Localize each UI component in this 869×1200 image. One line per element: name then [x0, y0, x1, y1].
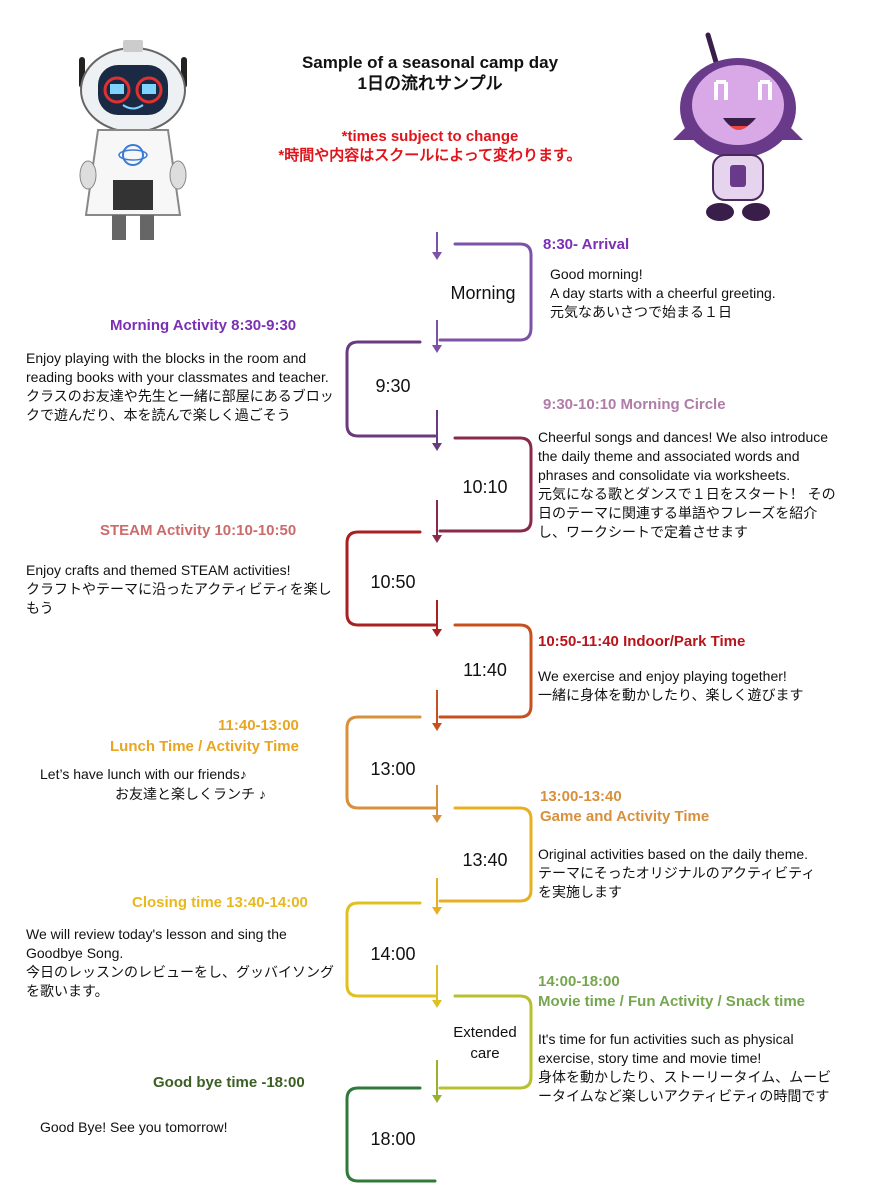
scientist-robot-icon — [79, 40, 187, 240]
steam-heading: STEAM Activity 10:10-10:50 — [100, 522, 297, 539]
box-label-1340: 13:40 — [462, 850, 508, 870]
timeline-arrows — [432, 252, 442, 1103]
game-heading-title: Game and Activity Time — [540, 808, 710, 825]
movie-heading-title: Movie time / Fun Activity / Snack time — [538, 993, 806, 1010]
arrival-text: Good morning! A day starts with a cheerf… — [550, 265, 850, 322]
lunch-heading-time: 11:40-13:00 — [218, 717, 299, 734]
game-ja: テーマにそったオリジナルのアクティビティを実施します — [538, 865, 816, 900]
game-text: Original activities based on the daily t… — [538, 845, 828, 902]
goodbye-en: Good Bye! See you tomorrow! — [40, 1119, 228, 1135]
indoor-park-text: We exercise and enjoy playing together! … — [538, 667, 843, 705]
lunch-en: Let’s have lunch with our friends♪ — [40, 766, 247, 782]
morning-circle-ja: 元気になる歌とダンスで１日をスタート！ その日のテーマに関連する単語やフレーズを… — [538, 486, 836, 540]
movie-text: It's time for fun activities such as phy… — [538, 1030, 838, 1106]
indoor-park-heading: 10:50-11:40 Indoor/Park Time — [538, 633, 746, 650]
goodbye-heading: Good bye time -18:00 — [153, 1074, 305, 1091]
box-label-1050: 10:50 — [370, 572, 416, 592]
schedule-notice: *times subject to change *時間や内容はスクールによって… — [200, 127, 660, 165]
box-label-extended-line2: care — [470, 1045, 500, 1062]
movie-heading-time: 14:00-18:00 — [538, 973, 620, 990]
morning-activity-ja: クラスのお友達や先生と一緒に部屋にあるブロックで遊んだり、本を読んで楽しく過ごそ… — [26, 388, 334, 423]
page-title: Sample of a seasonal camp day 1日の流れサンプル — [200, 52, 660, 94]
morning-activity-en: Enjoy playing with the blocks in the roo… — [26, 350, 329, 385]
closing-heading: Closing time 13:40-14:00 — [132, 894, 308, 911]
notice-en: *times subject to change — [341, 128, 519, 145]
notice-ja: *時間や内容はスクールによって変わります。 — [278, 147, 582, 164]
arrival-line1: Good morning! — [550, 266, 643, 282]
arrival-heading: 8:30- Arrival — [543, 236, 630, 253]
title-ja: 1日の流れサンプル — [357, 74, 503, 93]
steam-en: Enjoy crafts and themed STEAM activities… — [26, 562, 291, 578]
box-label-morning: Morning — [450, 283, 516, 303]
title-en: Sample of a seasonal camp day — [301, 53, 559, 72]
movie-ja: 身体を動かしたり、ストーリータイム、ムービータイムなど楽しいアクティビティの時間… — [538, 1069, 832, 1104]
morning-activity-heading: Morning Activity 8:30-9:30 — [110, 317, 297, 334]
box-label-1300: 13:00 — [370, 759, 416, 779]
movie-en: It's time for fun activities such as phy… — [538, 1031, 794, 1066]
lunch-ja: お友達と楽しくランチ ♪ — [115, 786, 266, 802]
arrival-line3: 元気なあいさつで始まる１日 — [550, 304, 732, 320]
game-en: Original activities based on the daily t… — [538, 846, 809, 862]
closing-text: We will review today's lesson and sing t… — [26, 925, 341, 1001]
morning-circle-en: Cheerful songs and dances! We also intro… — [538, 429, 829, 483]
closing-ja: 今日のレッスンのレビューをし、グッバイソングを歌います。 — [26, 964, 334, 999]
box-label-0930: 9:30 — [375, 376, 411, 396]
box-label-extended-care: Extended care — [440, 1022, 530, 1064]
indoor-park-en: We exercise and enjoy playing together! — [538, 668, 787, 684]
box-label-1400: 14:00 — [370, 944, 416, 964]
arrival-line2: A day starts with a cheerful greeting. — [550, 285, 776, 301]
purple-robot-icon — [673, 32, 803, 221]
lunch-heading-title: Lunch Time / Activity Time — [110, 738, 299, 755]
steam-ja: クラフトやテーマに沿ったアクティビティを楽しもう — [26, 581, 332, 616]
steam-text: Enjoy crafts and themed STEAM activities… — [26, 561, 341, 618]
box-label-1010: 10:10 — [462, 477, 508, 497]
box-label-1140: 11:40 — [463, 660, 507, 680]
game-heading-time: 13:00-13:40 — [540, 788, 622, 805]
box-label-1800: 18:00 — [370, 1129, 416, 1149]
closing-en: We will review today's lesson and sing t… — [26, 926, 287, 961]
morning-circle-heading: 9:30-10:10 Morning Circle — [543, 396, 726, 413]
indoor-park-ja: 一緒に身体を動かしたり、楽しく遊びます — [538, 687, 804, 703]
box-label-extended-line1: Extended — [453, 1024, 517, 1041]
morning-circle-text: Cheerful songs and dances! We also intro… — [538, 428, 843, 542]
morning-activity-text: Enjoy playing with the blocks in the roo… — [26, 349, 341, 425]
